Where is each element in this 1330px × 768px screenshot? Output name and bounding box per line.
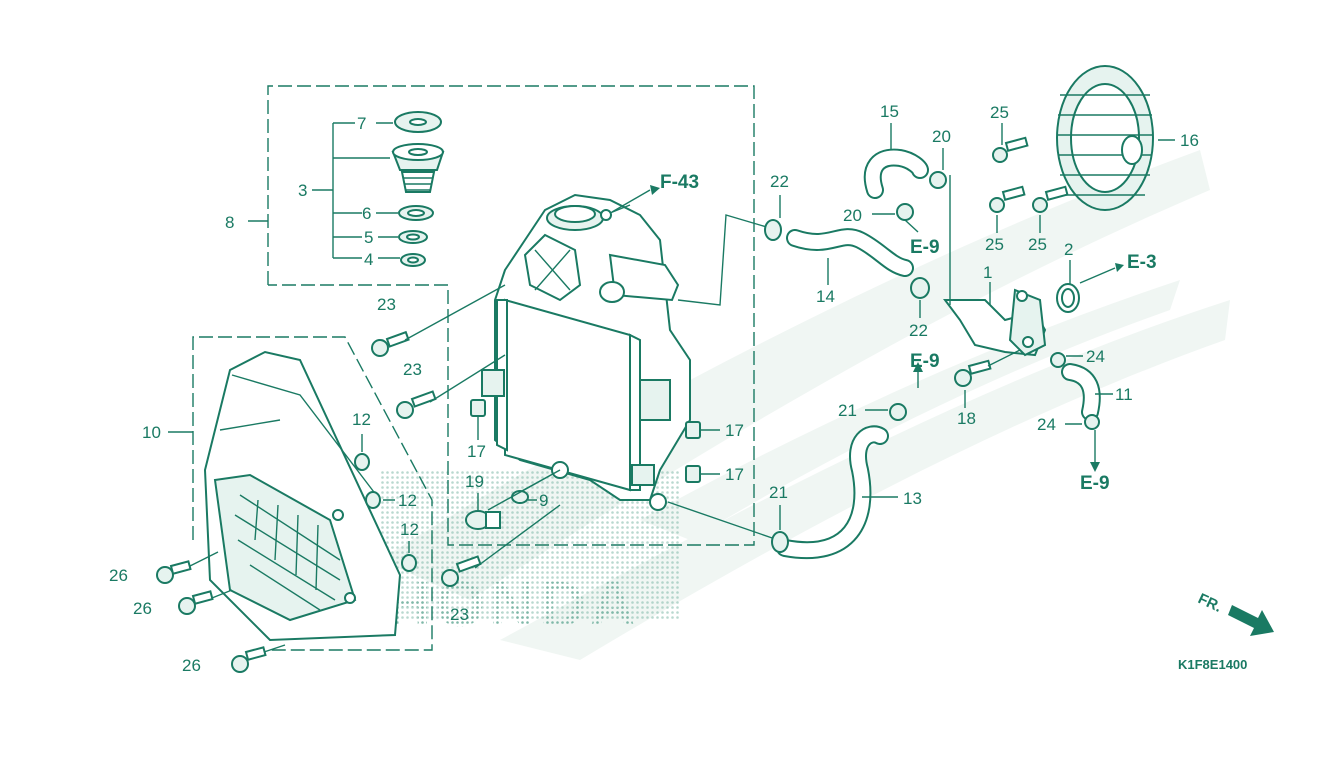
label-part-25b: 25 [985,235,1004,254]
label-part-9: 9 [539,491,548,510]
label-part-1: 1 [983,263,992,282]
label-part-22b: 22 [909,321,928,340]
front-direction-indicator: FR. [1195,590,1274,636]
label-part-16: 16 [1180,131,1199,150]
radiator-shroud [168,350,402,642]
o-ring-2 [1056,260,1080,313]
clamp-21-group [771,403,907,553]
label-part-20a: 20 [932,127,951,146]
label-part-4: 4 [364,250,373,269]
label-part-14: 14 [816,287,835,306]
label-part-21b: 21 [769,483,788,502]
label-part-8: 8 [225,213,234,232]
label-part-6: 6 [362,204,371,223]
diagram-code: K1F8E1400 [1178,657,1247,672]
part-labels: 1 2 3 4 5 6 7 8 9 10 11 12 12 12 13 14 1… [109,102,1199,675]
hose-14 [677,214,914,306]
label-part-26b: 26 [133,599,152,618]
reference-labels: F-43 E-9 E-9 E-9 E-3 [660,172,1157,494]
cooling-fan [1056,65,1175,211]
label-part-17a: 17 [467,442,486,461]
label-part-3: 3 [298,181,307,200]
label-part-7: 7 [357,114,366,133]
label-part-23b: 23 [403,360,422,379]
ref-e9-upper: E-9 [910,237,940,258]
label-part-12c: 12 [400,520,419,539]
ref-f43: F-43 [660,172,699,193]
label-part-17b: 17 [725,421,744,440]
drain-bolt-group [465,469,561,530]
label-part-26a: 26 [109,566,128,585]
label-part-2: 2 [1064,240,1073,259]
reference-arrows [611,185,1124,472]
label-part-13: 13 [903,489,922,508]
label-part-23a: 23 [377,295,396,314]
label-part-12a: 12 [352,410,371,429]
ref-e3: E-3 [1127,252,1157,273]
front-arrow-icon [1228,605,1274,636]
hose-13 [667,425,898,559]
label-part-5: 5 [364,228,373,247]
ref-e9-lower: E-9 [1080,473,1110,494]
bolt-23-group [371,284,561,587]
label-part-10: 10 [142,423,161,442]
grommet-12-group [354,434,417,572]
label-part-12b: 12 [398,491,417,510]
label-part-19: 19 [465,472,484,491]
label-part-11: 11 [1115,385,1133,404]
label-part-24b: 24 [1037,415,1056,434]
clamp-20-group [872,148,947,221]
label-part-25c: 25 [1028,235,1047,254]
clamp-22-group [764,195,930,318]
radiator-assembly-box [267,85,755,546]
front-label: FR. [1195,590,1224,616]
clip-17-group [470,399,720,483]
label-part-18: 18 [957,409,976,428]
label-part-21a: 21 [838,401,857,420]
radiator [481,193,691,511]
label-part-17c: 17 [725,465,744,484]
cap-group [248,111,445,267]
ref-e9-middle: E-9 [910,351,940,372]
label-part-26c: 26 [182,656,201,675]
hose-15 [863,123,929,199]
bolt-18 [954,349,1021,408]
label-part-15: 15 [880,102,899,121]
bolt-25-group [989,123,1069,233]
label-part-24a: 24 [1086,347,1105,366]
hose-11 [1061,363,1113,421]
shroud-assembly-box [192,336,433,651]
clamp-24-group [1050,352,1100,430]
label-part-23c: 23 [450,605,469,624]
bolt-26-group [156,551,286,673]
label-part-22a: 22 [770,172,789,191]
water-pump-cover [943,175,1047,357]
label-part-25a: 25 [990,103,1009,122]
label-part-20b: 20 [843,206,862,225]
